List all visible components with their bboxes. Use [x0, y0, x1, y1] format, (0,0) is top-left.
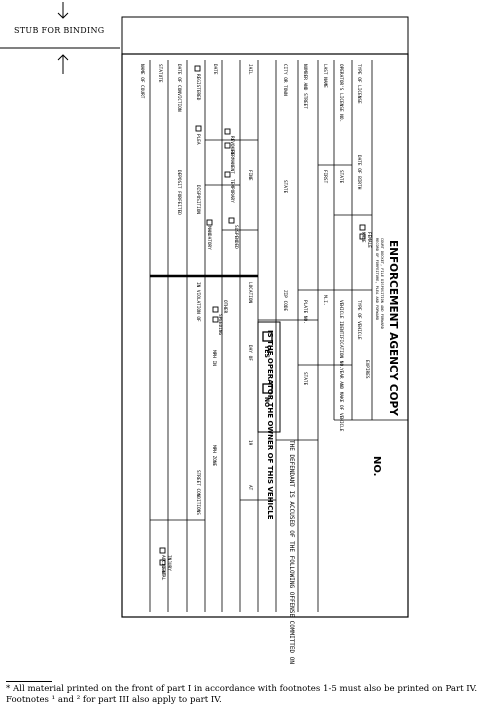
checkbox-suspended[interactable]: [228, 217, 235, 224]
label-accused: THE DEFENDANT IS ACCUSED OF THE FOLLOWIN…: [288, 440, 295, 664]
label-injury: INJURY: [166, 555, 172, 571]
checkbox-fatal[interactable]: [159, 559, 166, 566]
checkboxes: [159, 65, 366, 566]
footnote: * All material printed on the front of p…: [6, 684, 478, 705]
form-number-label: NO.: [371, 456, 382, 476]
label-disposition: DISPOSITION: [195, 185, 201, 214]
label-zip: ZIP CODE: [282, 290, 288, 312]
label-location: LOCATION: [247, 282, 253, 304]
label-jail: JAIL: [247, 64, 253, 75]
checkbox-permanent[interactable]: [224, 142, 231, 149]
label-name-of-court: NAME OF COURT: [139, 64, 145, 99]
label-address-state: STATE: [282, 180, 288, 194]
label-registered: REGISTERED: [195, 74, 201, 101]
label-mph-zone: MPH ZONE: [211, 445, 217, 467]
checkbox-registered[interactable]: [195, 125, 202, 132]
label-city: CITY OR TOWN: [282, 64, 288, 96]
label-speeding: SPEEDING: [217, 314, 223, 336]
checkbox-accident[interactable]: [159, 547, 166, 554]
checkbox-other[interactable]: [212, 316, 219, 323]
label-court-line-2: RECORD OF FORFEITURE, PLEA AND FORWARD: [375, 238, 379, 320]
label-deposit-forfeited: DEPOSIT FORFEITED: [176, 170, 182, 215]
label-fine: FINE: [247, 170, 253, 181]
label-mandatory: MANDATORY: [206, 226, 212, 250]
label-plate: PLATE NO.: [302, 300, 308, 324]
label-type-of-license: TYPE OF LICENSE: [356, 64, 362, 104]
label-year-make: YEAR AND MAKE OF VEHICLE: [338, 368, 344, 432]
label-operator-license: OPERATOR'S LICENSE NO.: [338, 64, 344, 122]
label-last-name: LAST NAME: [322, 64, 328, 88]
label-year: 19: [247, 440, 253, 446]
owner-yes: YES: [263, 344, 270, 358]
label-other: OTHER: [222, 300, 228, 314]
rotated-labels: NAME OF COURT STATUTE DATE OF CONVICTION…: [139, 64, 384, 664]
label-revoked: REVOKED: [229, 136, 235, 155]
label-license-state: STATE: [338, 170, 344, 184]
checkbox-female[interactable]: [359, 233, 366, 240]
label-court-line-1: COURT DOCKET, FILE DISPOSITION AND FORWA…: [380, 238, 384, 329]
checkbox-male[interactable]: [359, 224, 366, 231]
label-in-violation: IN VIOLATION OF: [195, 282, 201, 322]
column-lines: [149, 60, 373, 612]
label-vin: VEHICLE IDENTIFICATION NO.: [338, 300, 344, 369]
label-vehicle-state: STATE: [302, 372, 308, 386]
label-vehicle-type: TYPE OF VEHICLE: [356, 300, 362, 340]
row-lines: [150, 139, 408, 521]
label-date-of-conviction: DATE OF CONVICTION: [176, 64, 182, 112]
label-street-conditions: STREET CONDITIONS: [195, 470, 201, 515]
footnote-rule: [6, 681, 52, 682]
label-mph-in: MPH IN: [211, 350, 217, 366]
owner-question-box: [257, 321, 281, 433]
label-expires: EXPIRES: [364, 360, 370, 379]
stub-strip: [121, 16, 409, 55]
checkbox-temporary[interactable]: [224, 171, 231, 178]
binding-arrows: [0, 2, 120, 74]
checkbox-license[interactable]: [194, 65, 201, 72]
checkbox-mandatory[interactable]: [206, 219, 213, 226]
label-date-of-birth: DATE OF BIRTH: [356, 155, 362, 190]
label-fatal: FATAL: [160, 567, 166, 581]
label-street: NUMBER AND STREET: [302, 64, 308, 109]
checkbox-speeding[interactable]: [212, 306, 219, 313]
large-labels: IS THE OPERATOR THE OWNER OF THIS VEHICL…: [263, 240, 399, 520]
label-temporary: TEMPORARY: [229, 179, 235, 203]
label-female: FEMALE: [366, 232, 372, 248]
stub-label: STUB FOR BINDING: [14, 26, 105, 35]
label-time-at: AT: [247, 485, 253, 491]
label-accident: ACCIDENT: [160, 555, 166, 577]
label-day-of: DAY OF: [247, 345, 253, 361]
checkbox-revoked[interactable]: [224, 128, 231, 135]
checkbox-no[interactable]: [262, 383, 273, 394]
owner-no: NO: [263, 397, 270, 407]
label-statute: STATUTE: [157, 64, 163, 83]
label-permanent: PERMANENT: [229, 150, 235, 174]
checkbox-yes[interactable]: [262, 331, 273, 342]
label-mi: M.I.: [322, 295, 328, 306]
label-date: DATE: [212, 64, 218, 75]
form-frame: [121, 53, 409, 618]
owner-question: IS THE OPERATOR THE OWNER OF THIS VEHICL…: [266, 330, 274, 520]
label-suspended: SUSPENDED: [233, 225, 239, 249]
label-male: MALE: [360, 232, 366, 243]
label-first: FIRST: [322, 170, 328, 184]
label-plea: PLEA: [195, 134, 201, 145]
form-title: ENFORCEMENT AGENCY COPY: [387, 240, 399, 416]
